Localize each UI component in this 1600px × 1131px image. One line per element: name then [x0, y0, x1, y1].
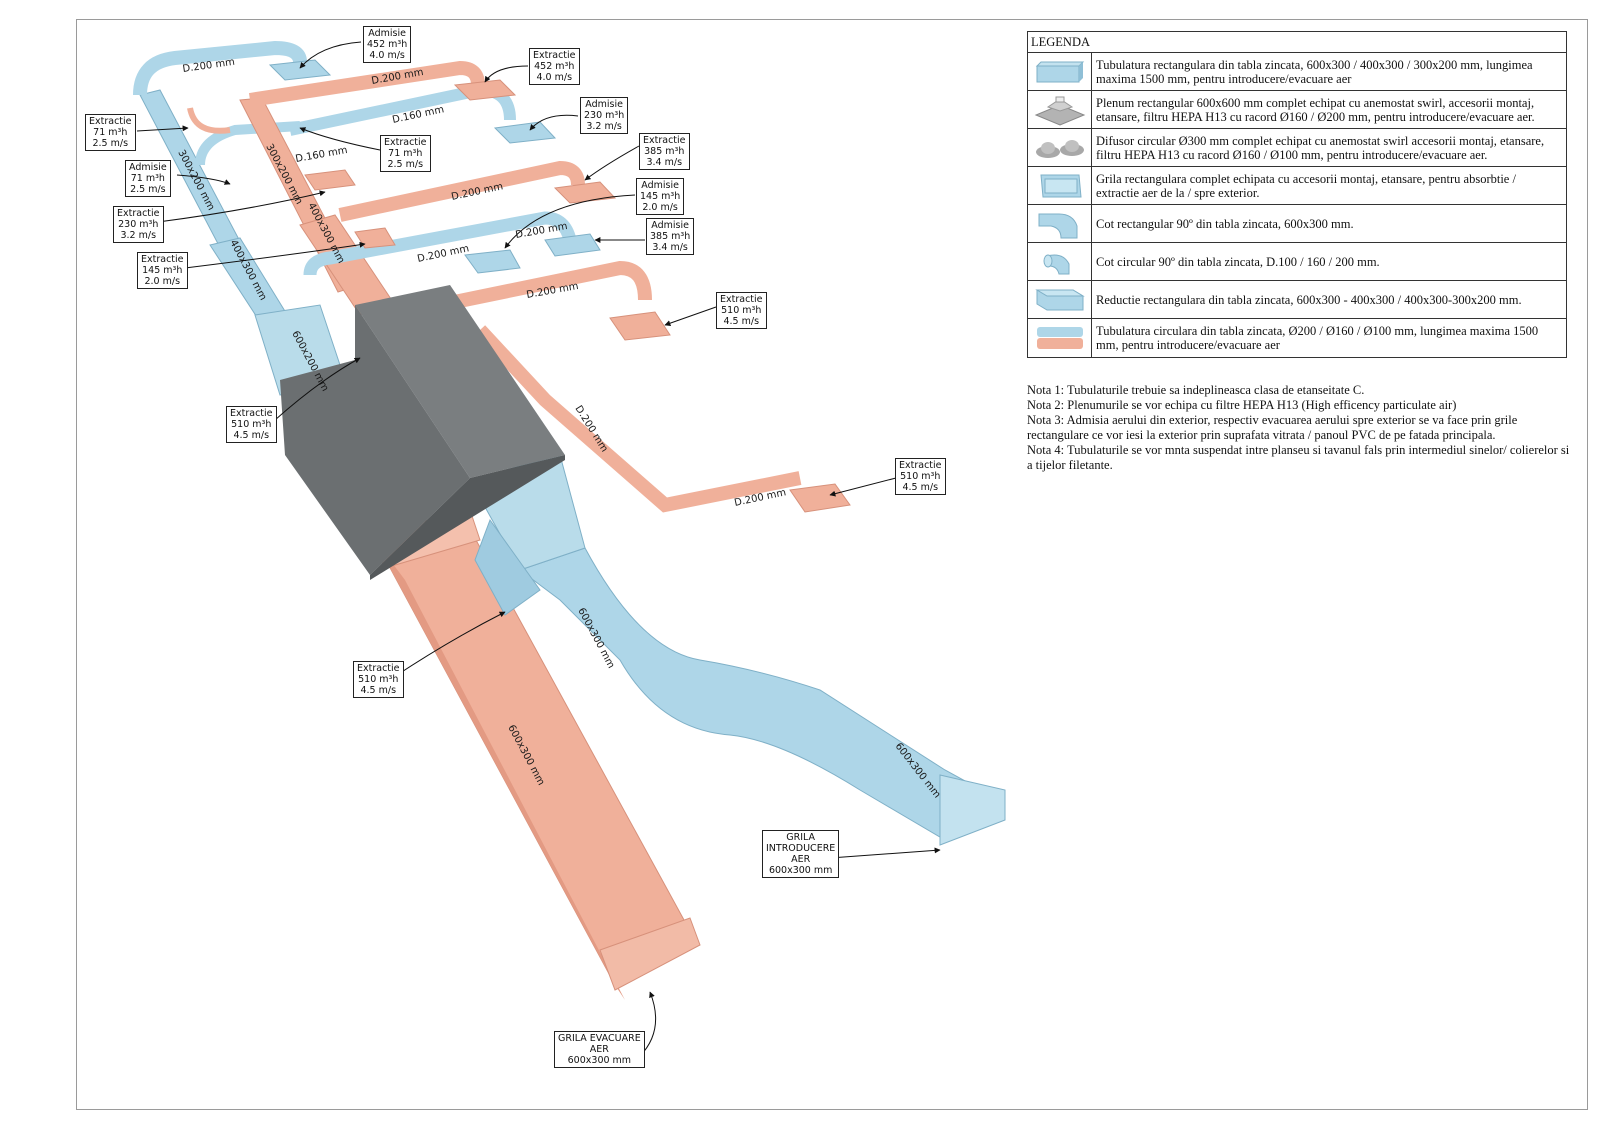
- legend-row: Tubulatura rectangulara din tabla zincat…: [1028, 53, 1566, 91]
- round-elbow-icon: [1043, 254, 1069, 274]
- legend-row: Difusor circular Ø300 mm complet echipat…: [1028, 129, 1566, 167]
- rect-reducer-icon: [1034, 289, 1085, 310]
- legend-row: Cot circular 90º din tabla zincata, D.10…: [1028, 243, 1566, 281]
- duct-label-d160-red: D.160 mm: [295, 145, 349, 165]
- legend-row: Grila rectangulara complet echipata cu a…: [1028, 167, 1566, 205]
- notes: Nota 1: Tubulaturile trebuie sa indeplin…: [1027, 383, 1572, 473]
- note: Nota 3: Admisia aerului din exterior, re…: [1027, 413, 1518, 442]
- grille-icon: [1039, 174, 1082, 197]
- drawing-frame: [76, 19, 1588, 1110]
- round-duct-icon: [1036, 327, 1083, 349]
- legend-title: LEGENDA: [1028, 32, 1566, 53]
- air-handling-unit: [280, 285, 565, 580]
- rect-duct-icon: [1035, 61, 1084, 82]
- plenum-icon: [1034, 96, 1085, 126]
- legend-row: Plenum rectangular 600x600 mm complet ec…: [1028, 91, 1566, 129]
- plenums: [268, 59, 851, 513]
- round-diffuser-icon: [1035, 139, 1084, 158]
- note: Nota 2: Plenumurile se vor echipa cu fil…: [1027, 398, 1457, 412]
- rect-elbow-icon: [1038, 213, 1077, 238]
- legend-table: LEGENDA Tubulatura rectangulara din tabl…: [1027, 31, 1567, 358]
- legend-row: Reductie rectangulara din tabla zincata,…: [1028, 281, 1566, 319]
- legend-row: Tubulatura circulara din tabla zincata, …: [1028, 319, 1566, 357]
- exhaust-left-branch: [187, 60, 802, 513]
- leader-lines: [136, 41, 941, 1057]
- legend-row: Cot rectangular 90º din tabla zincata, 6…: [1028, 205, 1566, 243]
- note: Nota 4: Tubulaturile se vor mnta suspend…: [1027, 443, 1570, 472]
- note: Nota 1: Tubulaturile trebuie sa indeplin…: [1027, 383, 1365, 397]
